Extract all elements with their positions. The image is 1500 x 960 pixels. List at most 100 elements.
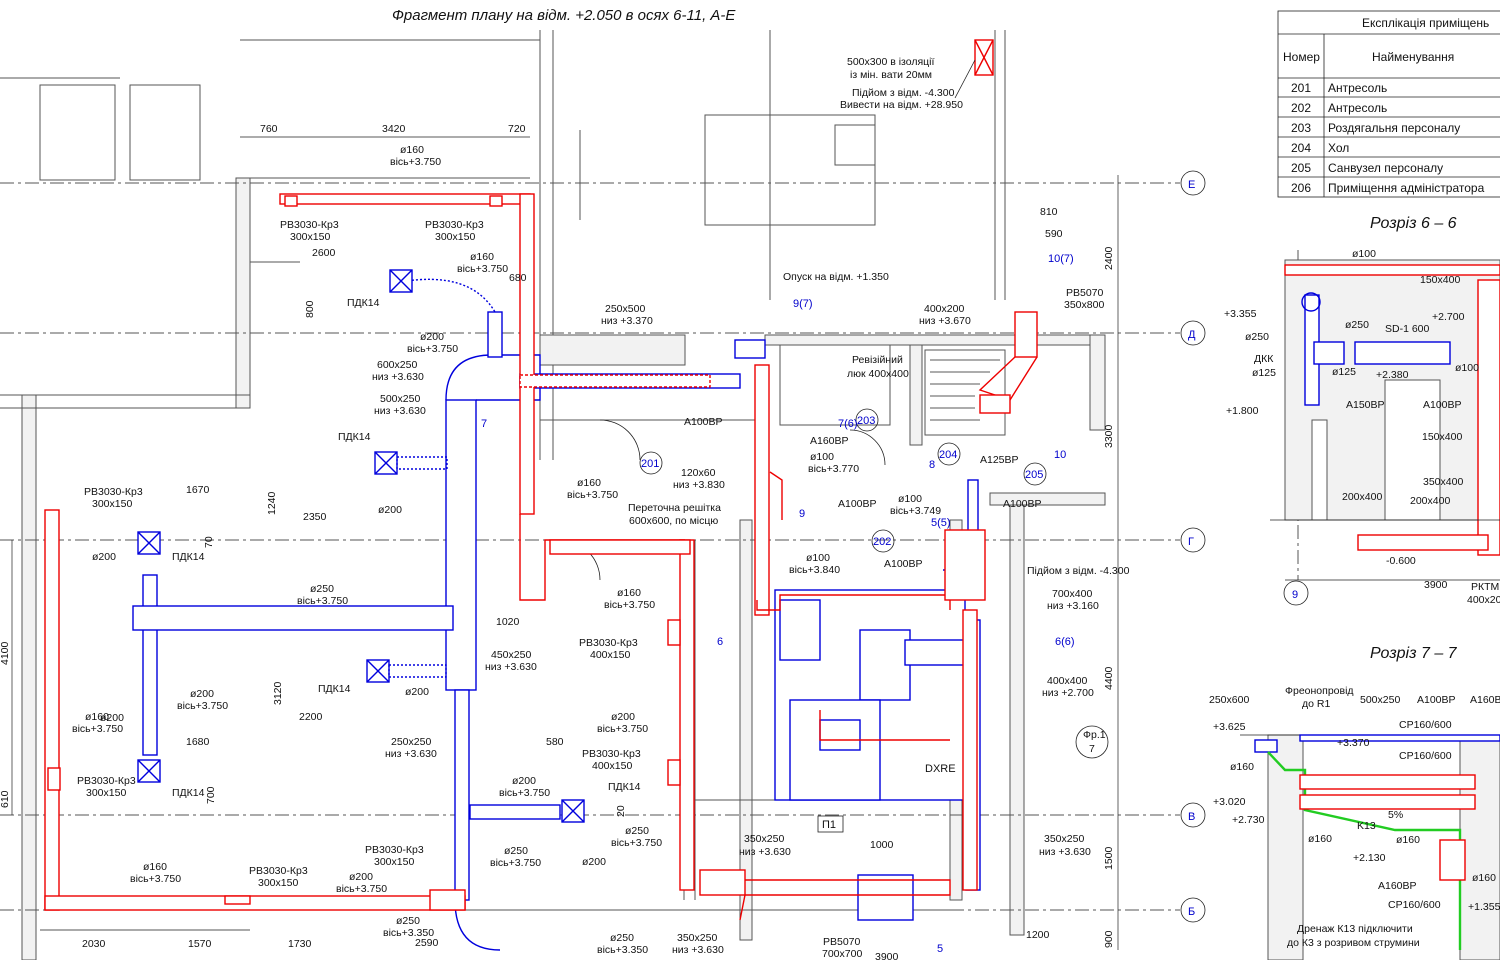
table-cell-number: 206 xyxy=(1291,181,1311,195)
note: A160BP xyxy=(810,435,849,447)
note: 700x400 xyxy=(1052,588,1092,600)
room-explication-table: Експлікація приміщень Номер Найменування xyxy=(1277,10,1500,198)
section-mark: 10(7) xyxy=(1048,253,1074,265)
note: ø250 xyxy=(396,915,420,927)
note: 600x600, по місцю xyxy=(629,515,718,527)
table-cell-name: Хол xyxy=(1328,141,1349,155)
axis-label: Д xyxy=(1188,329,1196,341)
grid-axes: Е Д Г В Б 9 2400 3300 4400 1500 900 4100… xyxy=(0,170,1309,950)
note: низ +3.630 xyxy=(1039,846,1091,858)
section-label: +3.625 xyxy=(1213,721,1246,733)
note: вісь+3.750 xyxy=(297,595,348,607)
note: низ +3.630 xyxy=(372,371,424,383)
dim-label: 2350 xyxy=(303,511,327,523)
axis-label: В xyxy=(1188,811,1195,823)
section-mark: 5(5) xyxy=(931,517,951,529)
note: вісь+3.750 xyxy=(177,700,228,712)
note: 300x150 xyxy=(86,787,126,799)
note: ø160 xyxy=(400,144,424,156)
note: Вивести на відм. +28.950 xyxy=(840,99,963,111)
section-label: ø250 xyxy=(1245,331,1269,343)
section-label: A160BP xyxy=(1470,694,1500,706)
note: низ +3.630 xyxy=(374,405,426,417)
dim-label: 1670 xyxy=(186,484,210,496)
dim-label: 3120 xyxy=(272,681,284,705)
section-label: до К3 з розривом струмини xyxy=(1287,937,1420,949)
dim-label: 1500 xyxy=(1103,846,1115,870)
note: вісь+3.749 xyxy=(890,505,941,517)
section-label: 150x400 xyxy=(1422,431,1462,443)
note: 350x800 xyxy=(1064,299,1104,311)
note: ø200 xyxy=(611,711,635,723)
section-label: ДКК xyxy=(1254,353,1274,365)
dim-label: 1570 xyxy=(188,938,212,950)
section-label: +2.730 xyxy=(1232,814,1265,826)
table-cell-number: 205 xyxy=(1291,161,1311,175)
dim-label: 3300 xyxy=(1103,424,1115,448)
dim-label: 760 xyxy=(260,123,278,135)
table-cell-name: Приміщення адміністратора xyxy=(1328,181,1485,195)
section-label: -0.600 xyxy=(1386,555,1416,567)
section-mark: 6(6) xyxy=(1055,636,1075,648)
note: 450x250 xyxy=(491,649,531,661)
table-cell-number: 204 xyxy=(1291,141,1311,155)
note: DXRE xyxy=(925,763,956,775)
note: PB3030-Кр3 xyxy=(579,637,638,649)
section-label: SD-1 600 xyxy=(1385,323,1430,335)
note: вісь+3.750 xyxy=(490,857,541,869)
note: ø200 xyxy=(420,331,444,343)
note: вісь+3.750 xyxy=(604,599,655,611)
note: 350x250 xyxy=(744,833,784,845)
section-mark: 7(6) xyxy=(838,418,858,430)
dim-label: 580 xyxy=(546,736,564,748)
note: 300x150 xyxy=(374,856,414,868)
note: низ +3.630 xyxy=(485,661,537,673)
section-6-6: Розріз 6 – 6 xyxy=(1270,215,1500,581)
axis-marker-G xyxy=(1180,527,1206,553)
section-mark: 7 xyxy=(481,418,487,430)
section-label: Фреонопровід xyxy=(1285,685,1354,697)
section-label: +2.130 xyxy=(1353,852,1386,864)
note: низ +3.160 xyxy=(1047,600,1099,612)
section-label: 200x400 xyxy=(1410,495,1450,507)
table-header: Найменування xyxy=(1372,50,1454,64)
note: Підйом з відм. -4.300 xyxy=(852,87,955,99)
section-7-7: Розріз 7 – 7 xyxy=(1240,645,1500,960)
section-label: 350x400 xyxy=(1423,476,1463,488)
note: ø200 xyxy=(582,856,606,868)
note: ø200 xyxy=(100,712,124,724)
room-tag: 205 xyxy=(1025,469,1043,481)
dim-label: 4400 xyxy=(1103,666,1115,690)
section-label: 400x200 xyxy=(1467,594,1500,606)
dim-label: 720 xyxy=(508,123,526,135)
note: ø100 xyxy=(810,451,834,463)
note: вісь+3.750 xyxy=(130,873,181,885)
section-mark: 9(7) xyxy=(793,298,813,310)
fragment-mark: 7 xyxy=(1089,743,1095,755)
note: ø160 xyxy=(577,477,601,489)
section-label: 250x600 xyxy=(1209,694,1249,706)
section-label: 500x250 xyxy=(1360,694,1400,706)
axis-label: Г xyxy=(1188,536,1194,548)
note: ø250 xyxy=(610,932,634,944)
section-mark: 8 xyxy=(929,459,935,471)
note: П1 xyxy=(822,819,836,831)
note: 250x250 xyxy=(391,736,431,748)
note: ø100 xyxy=(898,493,922,505)
note: PB3030-Кр3 xyxy=(582,748,641,760)
section-label: ø250 xyxy=(1345,319,1369,331)
section-label: +3.355 xyxy=(1224,308,1257,320)
axis-label: Б xyxy=(1188,906,1195,918)
section-label: K13 xyxy=(1357,820,1376,832)
table-cell-number: 203 xyxy=(1291,121,1311,135)
supply-ducts xyxy=(132,269,981,951)
table-title: Експлікація приміщень xyxy=(1362,16,1489,30)
note: 400x150 xyxy=(592,760,632,772)
section-label: A100BP xyxy=(1417,694,1456,706)
note: ø160 xyxy=(143,861,167,873)
exhaust-ducts xyxy=(44,39,1038,921)
note: низ +2.700 xyxy=(1042,687,1094,699)
note: вісь+3.750 xyxy=(336,883,387,895)
